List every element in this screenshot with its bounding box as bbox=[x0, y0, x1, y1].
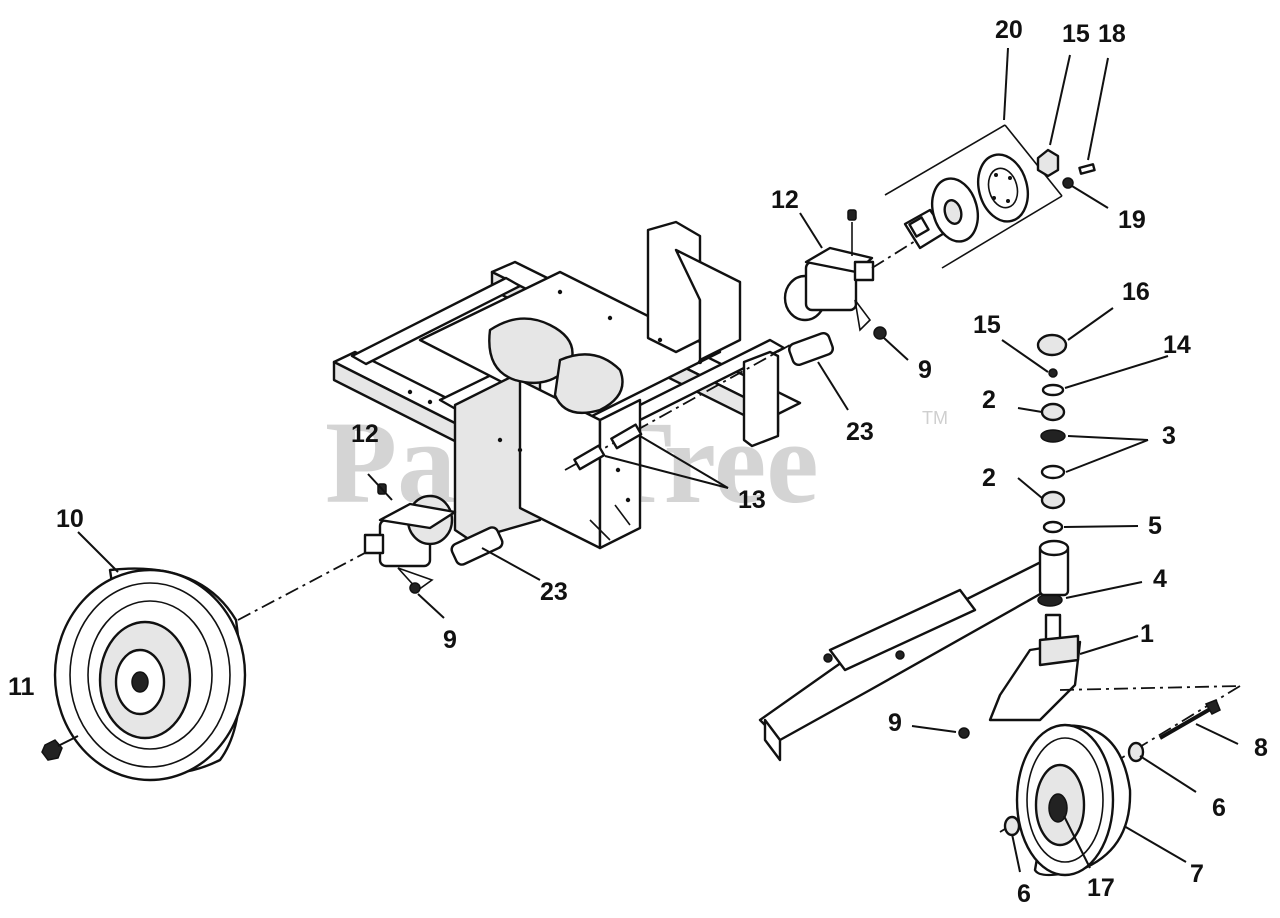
bearing-2-top bbox=[1040, 402, 1066, 422]
caster-wheel-7 bbox=[1015, 723, 1132, 877]
nut-15-top bbox=[1036, 148, 1060, 178]
callout-12: 12 bbox=[771, 186, 799, 214]
callout-14: 14 bbox=[1163, 331, 1191, 359]
callout-5: 5 bbox=[1148, 512, 1162, 540]
callout-4: 4 bbox=[1153, 565, 1167, 593]
callout-15: 15 bbox=[1062, 20, 1090, 48]
wheel-motor-right bbox=[783, 209, 921, 332]
race-3-bottom bbox=[1040, 464, 1066, 480]
callout-9: 9 bbox=[918, 356, 932, 384]
callout-1: 1 bbox=[1140, 620, 1154, 648]
axle-bolt-8 bbox=[1159, 699, 1221, 740]
spacers-6 bbox=[1003, 741, 1145, 837]
lug-bolt-11 bbox=[41, 735, 79, 761]
callout-20: 20 bbox=[995, 16, 1023, 44]
callout-12: 12 bbox=[351, 420, 379, 448]
callout-2: 2 bbox=[982, 386, 996, 414]
callout-3: 3 bbox=[1162, 422, 1176, 450]
washer-5 bbox=[1042, 520, 1064, 534]
rear-tire-10 bbox=[53, 567, 247, 782]
callout-numbers: 20 15 18 19 12 16 15 14 9 2 3 23 12 13 2… bbox=[8, 16, 1268, 908]
bolt-18 bbox=[1078, 163, 1096, 175]
leader-lines bbox=[77, 47, 1239, 873]
spacer-23-left bbox=[450, 526, 504, 566]
spacer-23-right bbox=[787, 331, 835, 367]
nut-9-right bbox=[873, 326, 887, 340]
callout-16: 16 bbox=[1122, 278, 1150, 306]
dust-cap-16 bbox=[1036, 333, 1068, 357]
race-3-top bbox=[1040, 429, 1066, 443]
hub-assembly-20 bbox=[884, 124, 1063, 269]
watermark-trademark: TM bbox=[922, 408, 948, 428]
callout-23: 23 bbox=[846, 418, 874, 446]
callout-6: 6 bbox=[1212, 794, 1226, 822]
callout-9: 9 bbox=[888, 709, 902, 737]
nut-9-left bbox=[409, 582, 421, 594]
callout-23: 23 bbox=[540, 578, 568, 606]
caster-fork-1 bbox=[988, 613, 1082, 722]
callout-18: 18 bbox=[1098, 20, 1126, 48]
mower-frame bbox=[332, 220, 802, 550]
bushing-13 bbox=[573, 423, 643, 471]
caster-stack bbox=[1036, 333, 1068, 607]
callout-13: 13 bbox=[738, 486, 766, 514]
callout-8: 8 bbox=[1254, 734, 1268, 762]
callout-17: 17 bbox=[1087, 874, 1115, 902]
callout-6: 6 bbox=[1017, 880, 1031, 908]
wheel-motor-left bbox=[237, 483, 457, 621]
callout-15: 15 bbox=[973, 311, 1001, 339]
axle-centerline bbox=[564, 344, 791, 471]
callout-19: 19 bbox=[1118, 206, 1146, 234]
callout-9: 9 bbox=[443, 626, 457, 654]
callout-11: 11 bbox=[8, 673, 35, 701]
bearing-2-bottom bbox=[1040, 490, 1066, 510]
washer-14 bbox=[1041, 383, 1065, 397]
callout-7: 7 bbox=[1190, 860, 1204, 888]
front-axle-arm bbox=[758, 539, 1070, 762]
nut-9-front bbox=[958, 727, 970, 739]
callout-10: 10 bbox=[56, 505, 84, 533]
callout-2: 2 bbox=[982, 464, 996, 492]
washer-19 bbox=[1062, 177, 1074, 189]
nut-15-caster bbox=[1048, 368, 1058, 378]
